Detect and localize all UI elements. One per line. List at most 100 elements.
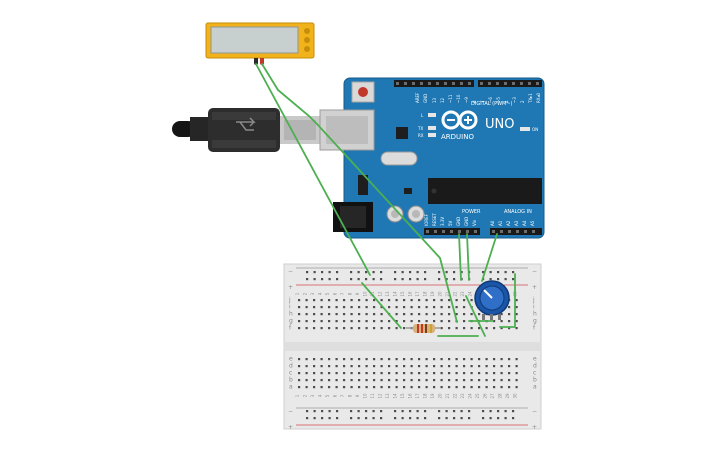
rail-hole[interactable]: [313, 271, 316, 274]
breadboard-hole[interactable]: [440, 299, 443, 302]
breadboard-hole[interactable]: [335, 372, 338, 375]
breadboard-hole[interactable]: [425, 386, 428, 389]
breadboard-hole[interactable]: [455, 365, 458, 368]
rail-hole[interactable]: [438, 278, 441, 281]
breadboard-hole[interactable]: [403, 372, 406, 375]
breadboard-hole[interactable]: [515, 320, 518, 323]
breadboard-hole[interactable]: [515, 365, 518, 368]
breadboard-hole[interactable]: [463, 306, 466, 309]
breadboard-hole[interactable]: [298, 327, 301, 330]
breadboard-hole[interactable]: [395, 386, 398, 389]
breadboard-hole[interactable]: [425, 358, 428, 361]
breadboard-hole[interactable]: [350, 313, 353, 316]
breadboard-hole[interactable]: [335, 379, 338, 382]
breadboard-hole[interactable]: [320, 313, 323, 316]
breadboard-hole[interactable]: [500, 358, 503, 361]
rail-hole[interactable]: [489, 278, 492, 281]
breadboard-hole[interactable]: [365, 320, 368, 323]
rail-hole[interactable]: [313, 278, 316, 281]
rail-hole[interactable]: [372, 410, 375, 413]
breadboard-hole[interactable]: [343, 379, 346, 382]
rail-hole[interactable]: [445, 410, 448, 413]
breadboard-hole[interactable]: [358, 386, 361, 389]
breadboard-hole[interactable]: [410, 358, 413, 361]
rail-hole[interactable]: [453, 417, 456, 420]
rail-hole[interactable]: [438, 417, 441, 420]
breadboard-hole[interactable]: [305, 365, 308, 368]
breadboard-hole[interactable]: [343, 386, 346, 389]
breadboard-hole[interactable]: [515, 372, 518, 375]
breadboard-hole[interactable]: [478, 365, 481, 368]
breadboard-hole[interactable]: [508, 306, 511, 309]
rail-hole[interactable]: [489, 271, 492, 274]
breadboard-hole[interactable]: [508, 386, 511, 389]
breadboard-hole[interactable]: [448, 358, 451, 361]
breadboard-hole[interactable]: [463, 386, 466, 389]
header-pin[interactable]: [420, 82, 423, 85]
breadboard-hole[interactable]: [388, 358, 391, 361]
rail-hole[interactable]: [306, 410, 309, 413]
header-pin[interactable]: [536, 82, 539, 85]
breadboard-hole[interactable]: [395, 320, 398, 323]
breadboard-hole[interactable]: [388, 327, 391, 330]
breadboard-hole[interactable]: [305, 327, 308, 330]
breadboard-hole[interactable]: [500, 313, 503, 316]
breadboard-hole[interactable]: [440, 365, 443, 368]
rail-hole[interactable]: [460, 417, 463, 420]
breadboard-hole[interactable]: [358, 306, 361, 309]
header-pin[interactable]: [442, 230, 445, 233]
breadboard-hole[interactable]: [373, 372, 376, 375]
breadboard-hole[interactable]: [418, 313, 421, 316]
rail-hole[interactable]: [321, 417, 324, 420]
breadboard-hole[interactable]: [478, 327, 481, 330]
rail-hole[interactable]: [504, 417, 507, 420]
breadboard-hole[interactable]: [463, 358, 466, 361]
breadboard-hole[interactable]: [463, 327, 466, 330]
breadboard-hole[interactable]: [380, 386, 383, 389]
rail-hole[interactable]: [482, 417, 485, 420]
header-pin[interactable]: [500, 230, 503, 233]
breadboard-hole[interactable]: [320, 320, 323, 323]
breadboard-hole[interactable]: [455, 386, 458, 389]
breadboard-hole[interactable]: [373, 320, 376, 323]
breadboard-hole[interactable]: [448, 365, 451, 368]
breadboard-hole[interactable]: [470, 379, 473, 382]
breadboard-hole[interactable]: [500, 365, 503, 368]
breadboard-hole[interactable]: [425, 365, 428, 368]
rail-hole[interactable]: [357, 278, 360, 281]
rail-hole[interactable]: [409, 271, 412, 274]
breadboard-hole[interactable]: [298, 313, 301, 316]
breadboard-hole[interactable]: [425, 372, 428, 375]
breadboard-hole[interactable]: [365, 372, 368, 375]
rail-hole[interactable]: [357, 417, 360, 420]
rail-hole[interactable]: [306, 417, 309, 420]
rail-hole[interactable]: [313, 410, 316, 413]
breadboard-hole[interactable]: [425, 379, 428, 382]
header-pin[interactable]: [512, 82, 515, 85]
breadboard-hole[interactable]: [395, 379, 398, 382]
rail-hole[interactable]: [350, 278, 353, 281]
breadboard-hole[interactable]: [470, 365, 473, 368]
rail-hole[interactable]: [401, 271, 404, 274]
lcd-display[interactable]: [205, 22, 315, 65]
breadboard-hole[interactable]: [440, 320, 443, 323]
breadboard-hole[interactable]: [335, 320, 338, 323]
rail-hole[interactable]: [401, 417, 404, 420]
breadboard-hole[interactable]: [463, 365, 466, 368]
breadboard-hole[interactable]: [350, 320, 353, 323]
breadboard-hole[interactable]: [470, 313, 473, 316]
header-pin[interactable]: [404, 82, 407, 85]
breadboard-hole[interactable]: [380, 358, 383, 361]
rail-hole[interactable]: [497, 278, 500, 281]
breadboard-hole[interactable]: [485, 365, 488, 368]
breadboard-hole[interactable]: [343, 372, 346, 375]
rail-hole[interactable]: [365, 278, 368, 281]
breadboard-hole[interactable]: [388, 365, 391, 368]
breadboard-hole[interactable]: [343, 299, 346, 302]
breadboard-hole[interactable]: [440, 386, 443, 389]
breadboard-hole[interactable]: [380, 365, 383, 368]
rail-hole[interactable]: [357, 271, 360, 274]
breadboard-hole[interactable]: [478, 379, 481, 382]
rail-hole[interactable]: [424, 278, 427, 281]
breadboard-hole[interactable]: [328, 379, 331, 382]
